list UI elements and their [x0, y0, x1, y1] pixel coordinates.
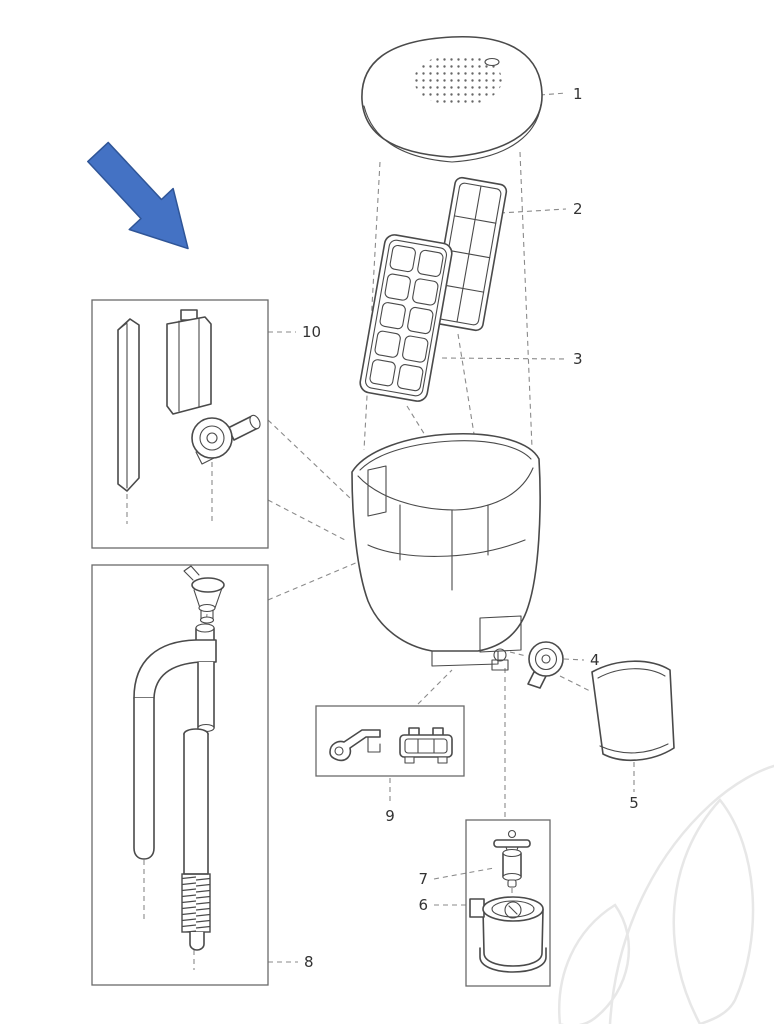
nozzle-body — [191, 417, 233, 459]
diffuser-spout — [183, 565, 200, 581]
axis-line — [406, 405, 429, 441]
watermark-leaves — [558, 764, 774, 1024]
leader-line-2 — [499, 208, 567, 214]
part-label-9: 9 — [385, 807, 395, 825]
arrow-shape — [87, 141, 189, 250]
group-boxes — [91, 299, 551, 987]
filter-frame-part — [430, 176, 508, 332]
axis-line — [457, 333, 475, 435]
tube-tip — [189, 931, 205, 951]
main-body-part — [351, 432, 541, 671]
part-label-5: 5 — [629, 794, 639, 812]
pipe-right-leg — [197, 661, 215, 729]
axis-line — [267, 499, 346, 541]
part-label-1: 1 — [573, 85, 583, 103]
part-label-4: 4 — [590, 651, 600, 669]
axis-line — [559, 675, 593, 693]
axis-line — [519, 151, 533, 449]
part-labels: 1 2 3 4 5 6 7 8 9 10 — [302, 85, 639, 971]
axis-line — [267, 561, 359, 601]
axis-line — [363, 161, 381, 451]
filter-cartridge-part — [359, 234, 453, 402]
leader-line-3 — [441, 357, 567, 360]
part-box-6-7 — [465, 819, 551, 987]
part-box-9 — [315, 705, 465, 777]
part-label-8: 8 — [304, 953, 314, 971]
leader-line-1 — [539, 92, 567, 96]
leader-line-4 — [563, 658, 585, 661]
axis-line — [267, 419, 351, 499]
leader-line-7 — [433, 867, 495, 880]
part-label-6: 6 — [418, 896, 428, 914]
impeller-part — [493, 829, 531, 888]
telescopic-tube — [183, 733, 209, 875]
clip-parts — [329, 727, 453, 764]
cover-bracket-part — [591, 660, 675, 762]
axis-line — [509, 651, 527, 657]
pipe-left-leg — [133, 697, 155, 860]
bracket-parts — [117, 309, 261, 492]
part-label-2: 2 — [573, 200, 583, 218]
rotor-cover-part — [527, 641, 564, 689]
part-label-10: 10 — [302, 323, 321, 341]
blue-pointer-arrow — [87, 141, 189, 250]
part-label-3: 3 — [573, 350, 583, 368]
intake-tube-assembly-part — [133, 565, 225, 951]
lid-part — [361, 36, 543, 163]
curved-pipe — [133, 639, 217, 699]
threaded-section — [181, 873, 211, 933]
part-label-7: 7 — [418, 870, 428, 888]
lid-slot — [484, 57, 500, 67]
axis-line — [417, 669, 453, 705]
lid-vent-holes — [414, 54, 502, 106]
part-box-8 — [91, 564, 269, 986]
pump-housing-part — [469, 896, 547, 973]
part-box-10 — [91, 299, 269, 549]
cartridge-grid — [369, 244, 444, 392]
